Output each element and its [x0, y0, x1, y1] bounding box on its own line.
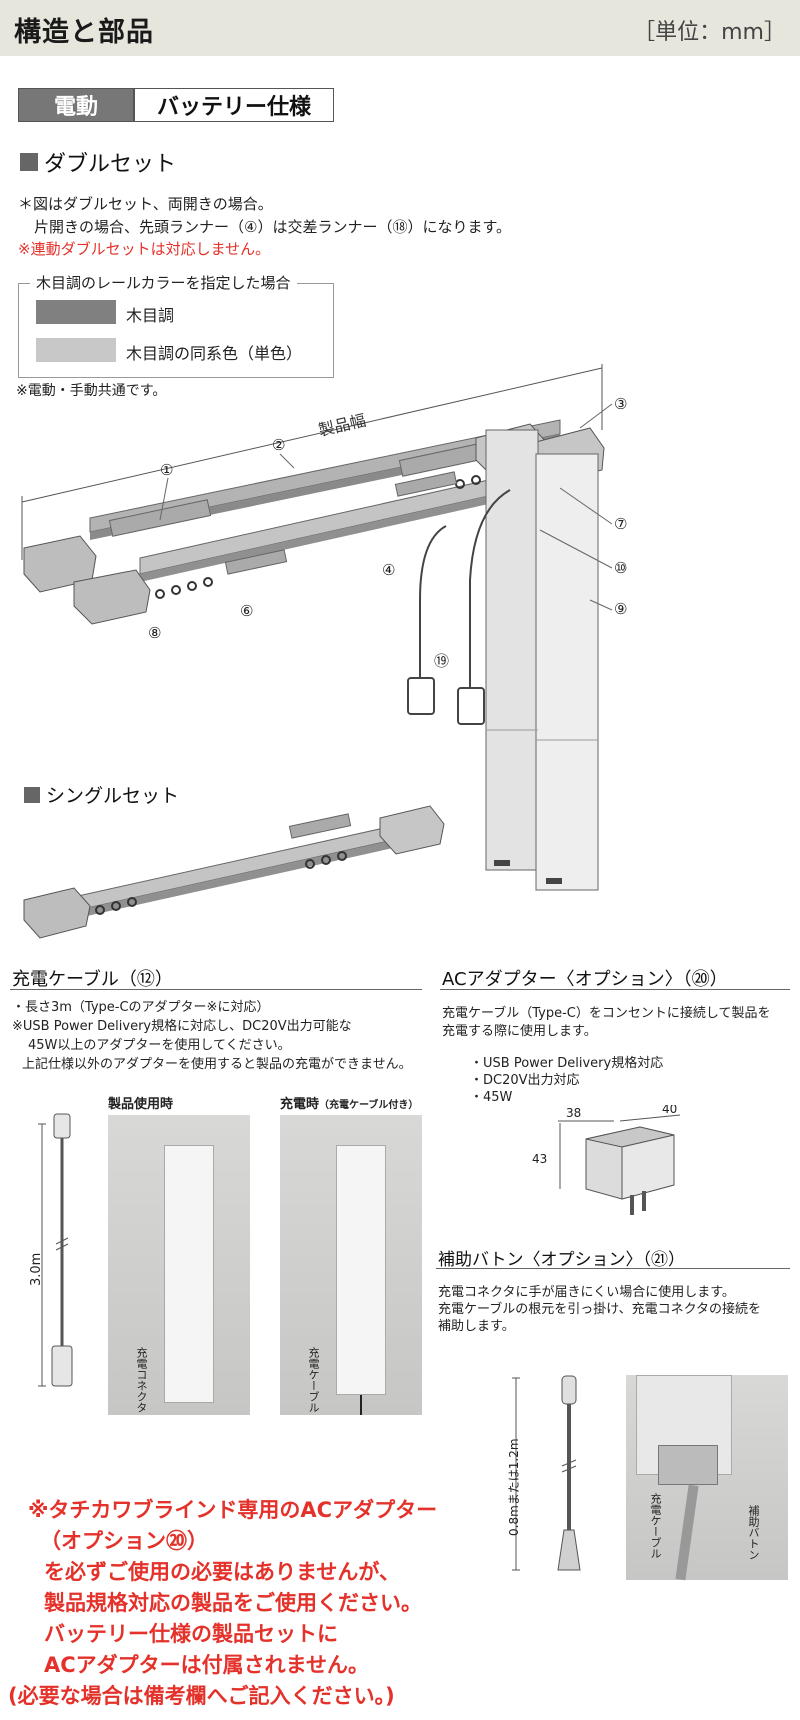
callout-6: ⑥	[240, 602, 253, 620]
ac-adapter-dim-w2: 40	[662, 1105, 677, 1116]
callout-1: ①	[160, 461, 173, 479]
double-set-heading-text: ダブルセット	[44, 152, 177, 177]
aux-label-cable: 充電ケーブル	[649, 1493, 662, 1559]
legend-swatch-solid	[36, 338, 116, 362]
double-set-note-2: 片開きの場合、先頭ランナー（④）は交差ランナー（⑱）になります。	[34, 218, 511, 236]
square-bullet-icon	[24, 786, 40, 803]
callout-10: ⑩	[614, 559, 627, 577]
page-title: 構造と部品	[14, 17, 154, 48]
charging-cable-note-4: 上記仕様以外のアダプターを使用すると製品の充電ができません。	[22, 1057, 412, 1072]
mode-tab-electric: 電動	[18, 88, 134, 122]
common-note: ※電動・手動共通です。	[16, 383, 167, 399]
double-set-note-1: ＊図はダブルセット、両開きの場合。	[18, 195, 273, 213]
single-set-diagram	[23, 805, 445, 939]
double-set-diagram: 製品幅 ① ② ③ ④ ⑥ ⑦ ⑧ ⑨ ⑩ ⑲	[21, 364, 627, 891]
legend-title: 木目調のレールカラーを指定した場合	[30, 272, 297, 293]
charging-cable-divider	[10, 989, 422, 990]
cable-length-label: 3.0m	[29, 1252, 44, 1286]
ac-adapter-dim-h: 43	[532, 1152, 547, 1166]
callout-2: ②	[272, 436, 285, 454]
callout-4: ④	[382, 561, 395, 579]
bottom-notice: ※タチカワブラインド専用のACアダプター （オプション⑳） を必ずご使用の必要は…	[8, 1495, 488, 1712]
callout-19: ⑲	[434, 652, 449, 670]
ac-adapter-spec-2: ・DC20V出力対応	[470, 1073, 580, 1088]
baton-shape	[675, 1484, 699, 1581]
callout-7: ⑦	[614, 515, 627, 533]
photo-charging-label: 充電ケーブル	[307, 1347, 320, 1413]
callout-8: ⑧	[148, 624, 161, 642]
aux-baton-title: 補助バトン〈オプション〉（㉑）	[438, 1250, 686, 1270]
charging-cable-note-1: ・長さ3m（Type-Cのアダプター※に対応）	[12, 1000, 270, 1015]
double-set-warning: ※連動ダブルセットは対応しません。	[18, 240, 271, 258]
charging-cable-illustration	[38, 1113, 73, 1387]
ac-adapter-spec-1: ・USB Power Delivery規格対応	[470, 1056, 664, 1071]
ac-adapter-desc-1: 充電ケーブル（Type-C）をコンセントに接続して製品を	[442, 1006, 771, 1021]
page-header: 構造と部品 ［単位：mm］	[0, 0, 800, 56]
aux-baton-photo: 充電ケーブル 補助バトン	[626, 1375, 788, 1581]
aux-baton-divider	[436, 1268, 790, 1269]
ac-adapter-illustration: 38 40 43	[532, 1105, 681, 1215]
charge-connector-shape	[658, 1445, 718, 1485]
single-set-heading-text: シングルセット	[46, 785, 180, 807]
bottom-notice-line-1: ※タチカワブラインド専用のACアダプター	[28, 1498, 438, 1522]
ac-adapter-desc-2: 充電する際に使用します。	[442, 1024, 597, 1039]
square-bullet-icon	[20, 153, 38, 171]
callout-9: ⑨	[614, 600, 627, 618]
photo-in-use-caption: 製品使用時	[108, 1097, 174, 1112]
unit-label: ［単位：mm］	[633, 20, 786, 45]
aux-baton-desc-2: 充電ケーブルの根元を引っ掛け、充電コネクタの接続を	[438, 1302, 762, 1317]
bottom-notice-line-5: バッテリー仕様の製品セットに	[44, 1622, 338, 1646]
charging-cable-note-3: 45W以上のアダプターを使用してください。	[28, 1038, 291, 1053]
charging-cable-title: 充電ケーブル（⑫）	[12, 969, 173, 990]
aux-baton-illustration	[512, 1375, 581, 1571]
ac-adapter-divider	[440, 989, 790, 990]
callout-3: ③	[614, 395, 627, 413]
photo-in-use-label: 充電コネクタ	[135, 1347, 148, 1413]
single-set-heading: シングルセット	[24, 781, 179, 808]
legend-label-solid: 木目調の同系色（単色）	[126, 344, 303, 363]
ac-adapter-spec-3: ・45W	[470, 1090, 513, 1105]
ac-adapter-title: ACアダプター〈オプション〉（⑳）	[442, 969, 728, 990]
bottom-notice-line-4: 製品規格対応の製品をご使用ください。	[44, 1591, 422, 1615]
ac-adapter-dim-w1: 38	[566, 1106, 581, 1120]
double-set-heading: ダブルセット	[20, 146, 176, 178]
bottom-notice-line-7: (必要な場合は備考欄へご記入ください。)	[8, 1684, 395, 1708]
legend-swatch-wood	[36, 300, 116, 324]
motor-unit-shape	[164, 1145, 214, 1403]
photo-charging: 充電ケーブル	[280, 1115, 422, 1415]
aux-baton-length-label: 0.8mまたは1.2m	[507, 1438, 521, 1536]
bottom-notice-line-2: （オプション⑳）	[40, 1529, 208, 1553]
charging-cable-note-2: ※USB Power Delivery規格に対応し、DC20V出力可能な	[12, 1019, 352, 1034]
motor-unit-shape	[336, 1145, 386, 1395]
mode-tab-battery: バッテリー仕様	[134, 88, 334, 122]
photo-charging-caption-small: （充電ケーブル付き）	[319, 1100, 419, 1111]
bottom-notice-line-3: を必ずご使用の必要はありませんが、	[44, 1560, 400, 1584]
legend-label-wood: 木目調	[126, 306, 175, 325]
aux-baton-desc-3: 補助します。	[438, 1319, 515, 1334]
cable-shape	[360, 1395, 362, 1415]
photo-in-use: 充電コネクタ	[108, 1115, 250, 1415]
width-label: 製品幅	[317, 411, 368, 440]
bottom-notice-line-6: ACアダプターは付属されません。	[44, 1653, 370, 1677]
photo-charging-caption-text: 充電時	[280, 1097, 320, 1112]
photo-charging-caption: 充電時（充電ケーブル付き）	[280, 1096, 418, 1115]
aux-baton-desc-1: 充電コネクタに手が届きにくい場合に使用します。	[438, 1285, 735, 1300]
aux-label-baton: 補助バトン	[747, 1505, 760, 1560]
